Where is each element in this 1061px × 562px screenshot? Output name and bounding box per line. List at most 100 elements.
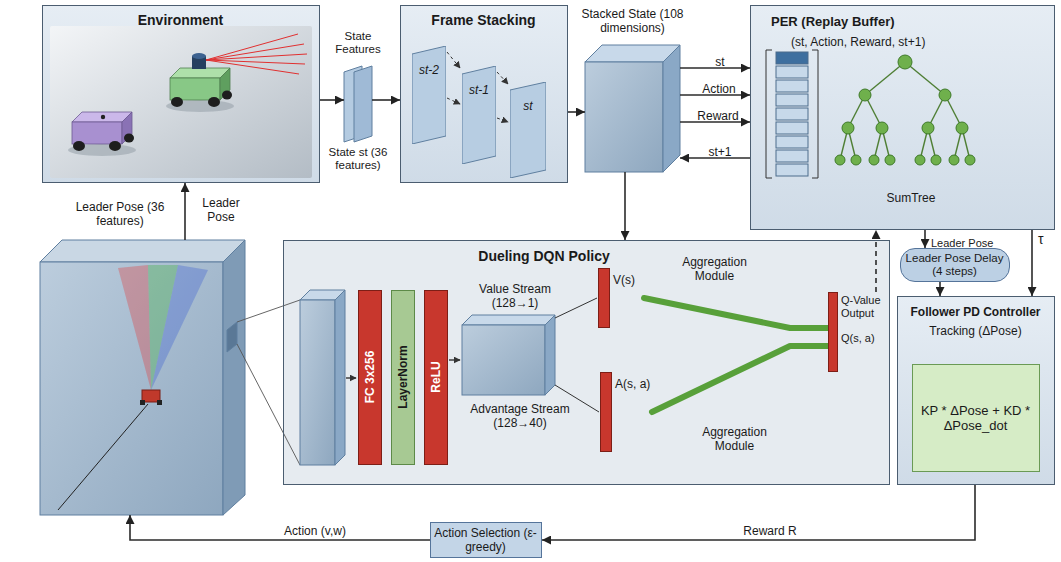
node-label: PER (Replay Buffer) <box>771 14 895 29</box>
feature-slab-art <box>300 290 345 465</box>
replay-buffer-stack <box>812 50 818 178</box>
layer-arrows <box>449 359 460 360</box>
stream-label: Advantage Stream (128→40) <box>465 402 575 430</box>
follower-pd-controller-panel: Follower PD ControllerTracking (ΔPose)KP… <box>897 296 1055 485</box>
node-label: FC 3x256 <box>363 351 377 404</box>
leader-robot-sensor <box>118 265 151 390</box>
text-holder: PER (Replay Buffer) <box>771 12 971 30</box>
node-label: Environment <box>138 12 224 28</box>
flow-arrow <box>568 111 585 113</box>
leader-cube-art <box>223 240 245 515</box>
slab-shape <box>412 46 446 144</box>
text-holder: Q-Value Output <box>841 294 885 321</box>
layer-arrows <box>346 298 599 412</box>
environment-scene <box>72 122 122 144</box>
sumtree-figure <box>949 155 959 165</box>
state-feature-slabs <box>354 66 372 142</box>
flow-arrow <box>924 230 926 248</box>
replay-buffer-stack <box>776 150 808 162</box>
state-feature-slabs <box>344 66 372 142</box>
layer-arrows <box>555 298 597 318</box>
flow-arrow <box>624 172 626 240</box>
text-holder: ReLU <box>425 291 447 464</box>
slab-shape <box>462 66 496 164</box>
slab-shape <box>510 82 546 178</box>
sumtree-figure <box>905 62 945 95</box>
sumtree-figure <box>859 89 871 101</box>
flow-arrow <box>1031 230 1033 296</box>
text-holder: Aggregation Module <box>692 425 777 454</box>
leader-robot-sensor <box>58 265 208 510</box>
projection-lines <box>237 300 300 465</box>
text-holder: Leader Pose <box>192 196 250 225</box>
projection-lines <box>237 300 300 322</box>
environment-scene <box>124 134 134 143</box>
text-holder: State Features <box>322 30 394 57</box>
value-stream-head: V(s) <box>598 268 644 328</box>
text-holder: V(s) <box>613 270 643 288</box>
text-holder: Q(s, a) <box>841 328 885 346</box>
text-holder: Action <box>688 79 750 97</box>
edge-label: Reward R <box>743 524 796 538</box>
sumtree-figure <box>835 155 845 165</box>
node-label: V(s) <box>613 273 635 287</box>
slab-shape <box>510 82 546 178</box>
environment-scene <box>206 34 307 74</box>
text-holder: SumTree <box>861 188 961 206</box>
text-holder: Dueling DQN Policy <box>384 247 704 265</box>
frame-slab: st <box>510 82 546 178</box>
flow-arrow <box>184 183 186 240</box>
stacked-state-cube-art <box>585 45 680 172</box>
text-holder: Advantage Stream (128→40) <box>465 402 575 431</box>
text-holder: Stacked State (108 dimensions) <box>575 7 690 36</box>
text-holder: Aggregation Module <box>672 255 757 284</box>
flow-arrow <box>542 485 975 540</box>
output-bar <box>600 372 612 452</box>
environment-scene <box>50 26 312 178</box>
flow-arrow <box>130 515 430 540</box>
node-label: A(s, a) <box>615 377 650 391</box>
sumtree-figure <box>842 122 854 134</box>
node-label: Follower PD Controller <box>910 305 1040 319</box>
node-label: ReLU <box>429 362 443 393</box>
node-label: Stacked State (108 dimensions) <box>575 7 690 35</box>
hidden-feature-block <box>462 325 545 395</box>
environment-scene <box>222 91 232 100</box>
leader-cube-art <box>227 322 237 352</box>
flow-arrow <box>372 99 400 101</box>
edge-label: st <box>715 55 724 69</box>
environment-scene <box>206 44 304 60</box>
replay-buffer-stack <box>776 52 808 64</box>
stacked-state-cube-art <box>663 45 680 172</box>
text-holder: Action (v,w) <box>265 521 365 539</box>
advantage-stream-head: A(s, a) <box>600 372 652 452</box>
frame-stacking-arrows <box>497 118 508 122</box>
frame-stacking-panel: Frame Stackingst-2st-1st <box>400 5 568 183</box>
output-bar <box>828 292 838 372</box>
replay-buffer-stack <box>776 66 808 78</box>
layer-arrows <box>346 377 356 378</box>
replay-buffer-stack <box>766 50 818 178</box>
text-holder: Leader Pose (36 features) <box>70 200 170 229</box>
per-replay-buffer-panel: PER (Replay Buffer)(st, Action, Reward, … <box>750 5 1055 230</box>
panel-fill <box>42 5 320 183</box>
replay-buffer-stack <box>776 94 808 106</box>
text-holder: τ <box>1038 230 1054 248</box>
sumtree-figure <box>939 89 951 101</box>
q-value-output: Q-Value OutputQ(s, a) <box>828 292 886 372</box>
node-label: Q(s, a) <box>841 332 875 345</box>
sumtree-figure <box>885 155 895 165</box>
panel-fill <box>750 5 1055 230</box>
environment-scene <box>208 97 220 107</box>
node-label: State st (36 features) <box>324 146 392 173</box>
replay-buffer-stack <box>776 80 808 92</box>
sumtree-figure <box>869 155 879 165</box>
text-holder: st+1 <box>692 142 748 160</box>
pd-formula-box: KP * ΔPose + KD * ΔPose_dot <box>912 364 1040 472</box>
text-holder: Value Stream (128→1) <box>470 282 560 311</box>
projection-lines <box>237 344 300 465</box>
output-bar <box>598 268 610 328</box>
node-label: LayerNorm <box>396 346 410 409</box>
